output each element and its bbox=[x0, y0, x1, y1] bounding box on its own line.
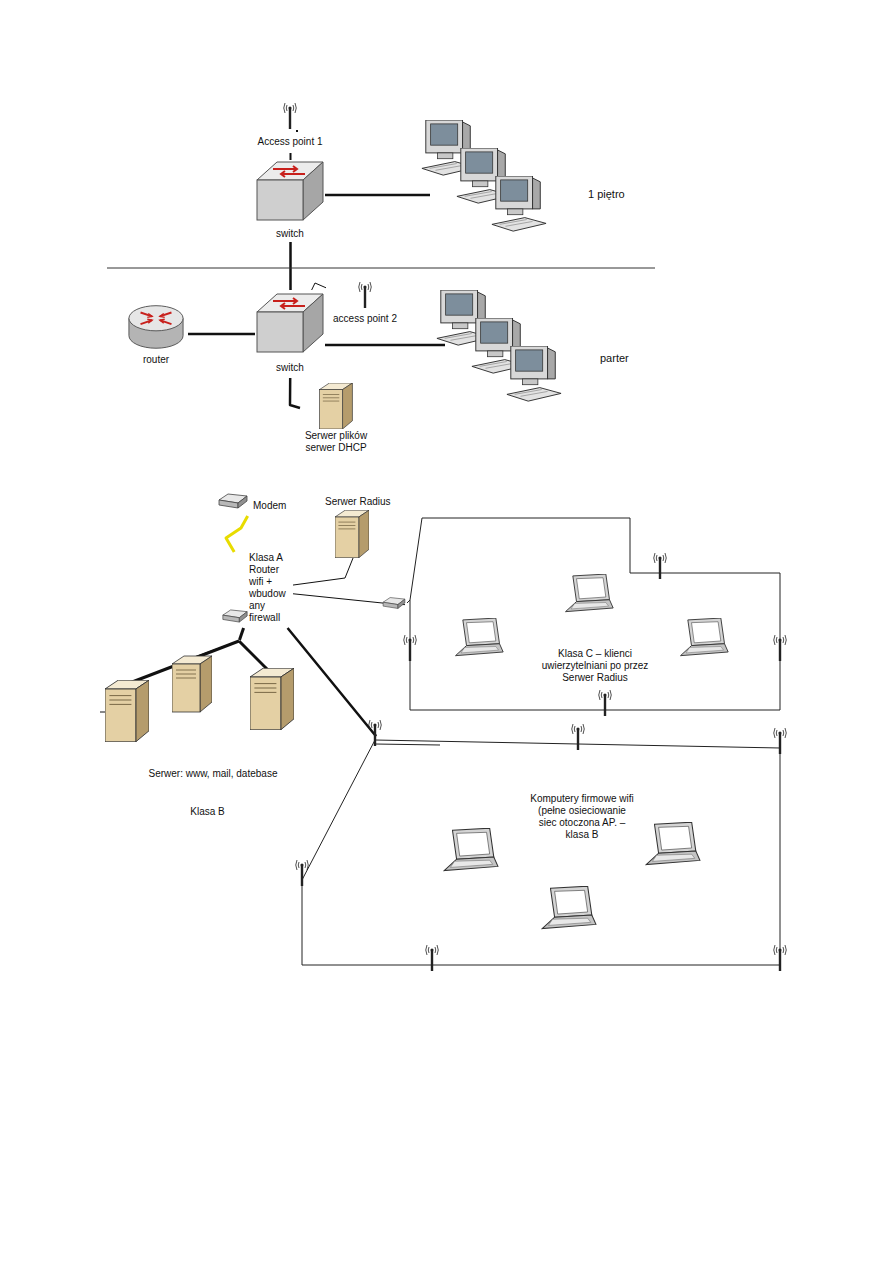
node-label: Klasa B bbox=[100, 806, 315, 818]
wifi-zone: Klasa C – klienci uwierzytelniani po prz… bbox=[405, 515, 785, 713]
node-label: Serwer: www, mail, datebase bbox=[128, 768, 298, 780]
laptop-icon bbox=[646, 822, 700, 864]
cable-connector bbox=[289, 242, 292, 290]
server-icon bbox=[105, 680, 149, 742]
cable bbox=[296, 130, 298, 132]
switch: switch bbox=[255, 290, 326, 378]
switch-icon bbox=[257, 162, 323, 220]
floor-label: parter bbox=[600, 352, 629, 365]
access-point-icon bbox=[284, 103, 297, 129]
laptop-icon bbox=[444, 828, 498, 870]
wifi-router: Klasa A Router wifi + wbudow any firewal… bbox=[220, 552, 293, 628]
cable bbox=[325, 344, 445, 347]
access-point-icon bbox=[369, 720, 382, 746]
server-icon bbox=[250, 668, 294, 730]
node-label: Serwer plików serwer DHCP bbox=[300, 430, 372, 454]
access-point: Access point 1 bbox=[250, 131, 331, 153]
wifi-zone-outline bbox=[407, 518, 780, 710]
access-point-icon bbox=[572, 724, 585, 750]
access-point: access point 2 bbox=[326, 280, 405, 330]
node-label: switch bbox=[255, 362, 325, 374]
modem: Modem bbox=[215, 488, 296, 516]
computer-icon bbox=[492, 176, 546, 231]
access-device-icon bbox=[383, 598, 405, 609]
laptop-icon bbox=[456, 618, 504, 656]
access-point-icon bbox=[296, 860, 309, 886]
cable-connector bbox=[288, 628, 377, 736]
floor-label: 1 piętro bbox=[588, 188, 625, 201]
radius-server: Serwer Radius bbox=[325, 496, 406, 558]
node-label: Modem bbox=[253, 500, 295, 512]
access-point-icon bbox=[774, 635, 787, 661]
node-label: Serwer Radius bbox=[325, 496, 405, 508]
floor-divider bbox=[107, 268, 655, 269]
node-label: router bbox=[125, 354, 187, 366]
cable bbox=[192, 641, 239, 658]
access-point-icon bbox=[599, 690, 612, 716]
wifi-zone: Komputery firmowe wifi (pełne osieciowan… bbox=[298, 736, 785, 970]
server-icon bbox=[172, 656, 212, 712]
node-label: access point 2 bbox=[326, 313, 404, 325]
node-label: switch bbox=[255, 228, 325, 240]
router: router bbox=[125, 298, 188, 370]
node-label: Klasa A Router wifi + wbudow any firewal… bbox=[249, 552, 292, 624]
switch: switch bbox=[255, 160, 326, 242]
cable-connector bbox=[312, 283, 326, 290]
access-point-icon bbox=[404, 635, 417, 661]
cable-connector bbox=[239, 628, 243, 640]
wifi-router-icon bbox=[223, 610, 247, 622]
server-group: Serwer: www, mail, datebaseKlasa B bbox=[100, 640, 316, 825]
access-point-icon bbox=[654, 553, 667, 579]
cable bbox=[325, 194, 430, 197]
laptop-icon bbox=[542, 886, 596, 928]
node-label: Klasa C – klienci uwierzytelniani po prz… bbox=[527, 648, 663, 684]
cable-connector bbox=[293, 558, 353, 585]
file-server: Serwer plików serwer DHCP bbox=[300, 383, 373, 455]
cable-connector bbox=[290, 378, 300, 408]
node-label: Komputery firmowe wifi (pełne osieciowan… bbox=[530, 793, 634, 841]
computer-icon bbox=[507, 346, 561, 401]
server-icon bbox=[335, 510, 369, 558]
router-icon bbox=[129, 306, 183, 349]
modem-icon bbox=[219, 494, 247, 508]
server-icon bbox=[320, 383, 353, 429]
cable bbox=[375, 744, 440, 745]
access-point-icon bbox=[774, 728, 787, 754]
access-point-icon bbox=[774, 945, 787, 971]
wireless-link bbox=[226, 516, 248, 552]
cable bbox=[100, 712, 105, 713]
laptop-icon bbox=[681, 618, 729, 656]
laptop-icon bbox=[566, 574, 614, 612]
cable-connector bbox=[188, 333, 255, 336]
wifi-zone-outline bbox=[302, 740, 780, 965]
access-point-icon bbox=[426, 945, 439, 971]
node-label: Access point 1 bbox=[250, 136, 330, 148]
cable-connector bbox=[290, 153, 292, 160]
access-point-icon bbox=[359, 282, 372, 308]
cable bbox=[239, 641, 270, 672]
switch-icon bbox=[257, 294, 323, 352]
